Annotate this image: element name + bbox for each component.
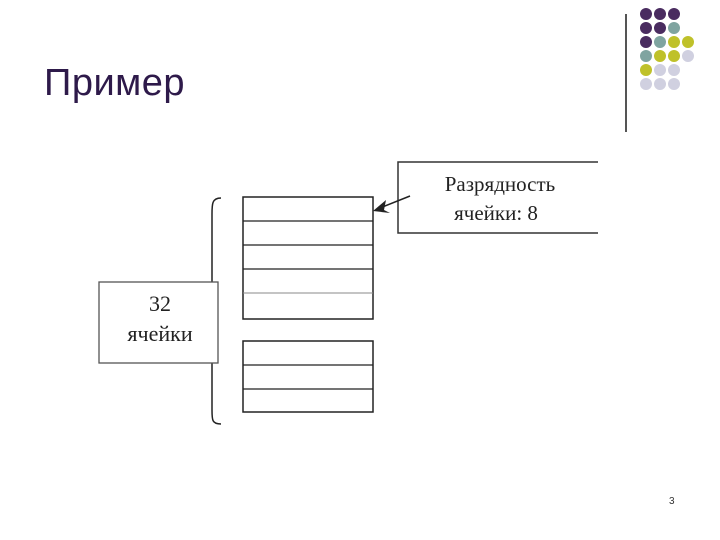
decorative-dot bbox=[682, 36, 694, 48]
decorative-dot bbox=[668, 22, 680, 34]
decorative-dot bbox=[640, 50, 652, 62]
decorative-dot bbox=[668, 78, 680, 90]
decorative-dot bbox=[654, 36, 666, 48]
memory-cells-upper bbox=[242, 196, 374, 320]
pointer-arrow bbox=[373, 195, 411, 213]
title-divider-line bbox=[625, 14, 627, 132]
cell-count-label-line1: 32 bbox=[149, 291, 171, 316]
decorative-dot bbox=[640, 78, 652, 90]
decorative-dot bbox=[682, 50, 694, 62]
cell-count-box: 32 ячейки bbox=[98, 281, 219, 364]
decorative-dot bbox=[668, 8, 680, 20]
decorative-dot bbox=[640, 64, 652, 76]
decorative-dot bbox=[654, 8, 666, 20]
decorative-dot bbox=[640, 8, 652, 20]
decorative-dot-grid bbox=[640, 8, 720, 120]
decorative-dot bbox=[654, 64, 666, 76]
decorative-dot bbox=[640, 36, 652, 48]
decorative-dot bbox=[654, 22, 666, 34]
slide-title: Пример bbox=[44, 62, 186, 104]
cell-count-label-line2: ячейки bbox=[127, 321, 192, 346]
decorative-dot bbox=[640, 22, 652, 34]
decorative-dot bbox=[668, 36, 680, 48]
decorative-dot bbox=[668, 64, 680, 76]
memory-cells-lower bbox=[242, 340, 374, 413]
bit-width-box: Разрядность ячейки: 8 bbox=[397, 161, 598, 234]
bit-width-label-line2: ячейки: 8 bbox=[454, 201, 538, 225]
decorative-dot bbox=[654, 50, 666, 62]
page-number: 3 bbox=[669, 496, 675, 507]
bit-width-label-line1: Разрядность bbox=[445, 172, 555, 196]
decorative-dot bbox=[654, 78, 666, 90]
decorative-dot bbox=[668, 50, 680, 62]
